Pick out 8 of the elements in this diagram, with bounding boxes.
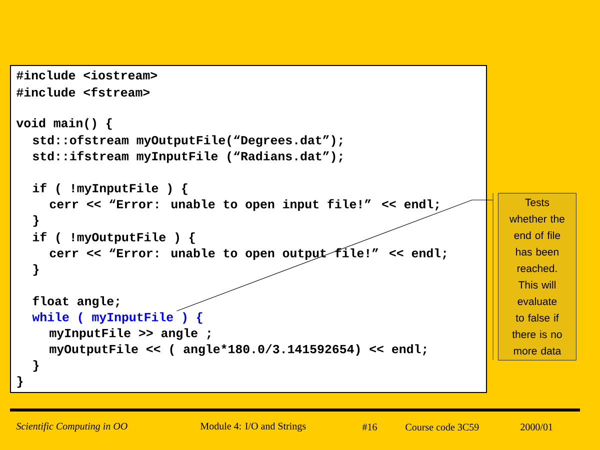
footer-text: Course code 3C59 (406, 423, 479, 431)
footer-text: Module 4: I/O and Strings (200, 422, 306, 432)
footer-text: 2000/01 (520, 424, 552, 430)
highlighted-code-line: while ( myInputFile ) { (32, 312, 202, 324)
footer-text: #16 (362, 424, 377, 430)
callout-box: Tests whether the end of file has been reached. This will evaluate to false if there is no more data (492, 192, 576, 360)
leader-line (176, 200, 494, 312)
footer-text: Scientific Computing in OO (16, 422, 128, 432)
